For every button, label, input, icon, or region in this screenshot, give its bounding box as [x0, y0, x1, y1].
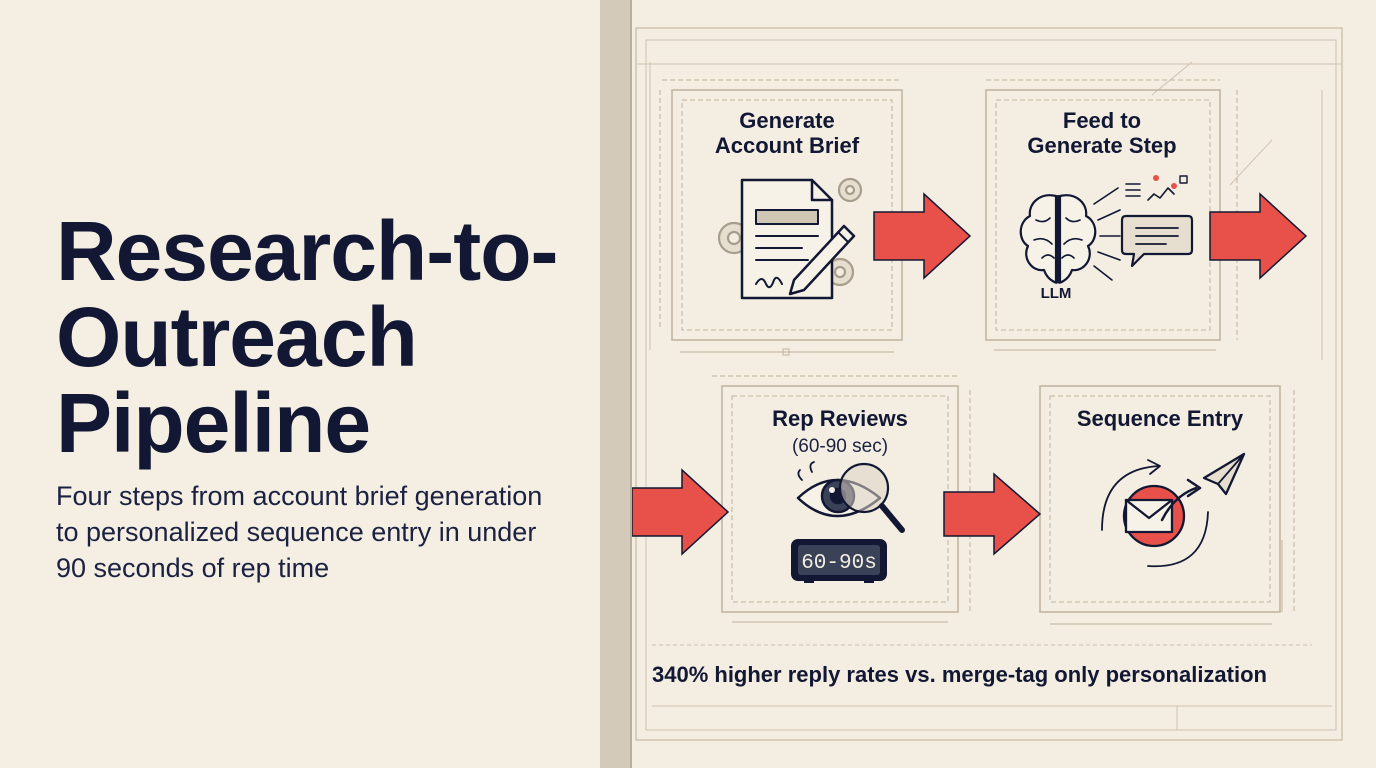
- stat-reply-rates: 340% higher reply rates vs. merge-tag on…: [652, 662, 1267, 687]
- pipeline-diagram: Generate Account Brief Feed to Generate …: [632, 27, 1343, 741]
- page-title: Research-to-Outreach Pipeline: [56, 204, 558, 470]
- arrow-into-step3: [632, 468, 730, 556]
- blueprint-guides: [635, 27, 1343, 741]
- panel-divider: [600, 0, 632, 768]
- step-label-generate-account-brief-line2: Account Brief: [715, 133, 860, 158]
- timer-display-icon: [791, 539, 887, 583]
- pipeline-diagram-panel: Generate Account Brief Feed to Generate …: [632, 0, 1376, 768]
- step-label-feed-to-generate-step-line1: Feed to: [1063, 108, 1141, 133]
- flow-arrows: [632, 192, 1308, 556]
- arrow-step3-to-step4: [943, 472, 1042, 556]
- document-pencil-icon: [717, 177, 863, 300]
- eye-magnifier-icon: [796, 461, 905, 533]
- left-panel: Research-to-Outreach Pipeline Four steps…: [0, 0, 600, 768]
- step-box-sequence-entry: [1039, 385, 1295, 625]
- timer-text: 60-90s: [801, 552, 877, 575]
- arrow-step1-to-step2: [873, 192, 972, 280]
- step-label-sequence-entry: Sequence Entry: [1077, 406, 1244, 431]
- step-sub-label-rep-reviews: (60-90 sec): [792, 436, 888, 457]
- step-label-rep-reviews: Rep Reviews: [772, 406, 908, 431]
- arrow-step2-to-step3: [1209, 192, 1308, 280]
- page-subtitle: Four steps from account brief generation…: [56, 481, 543, 583]
- brain-chat-icon: [1019, 175, 1194, 284]
- step-box-rep-reviews: [712, 375, 971, 623]
- step-label-generate-account-brief-line1: Generate: [739, 108, 834, 133]
- envelope-paper-plane-icon: [1101, 452, 1246, 568]
- llm-label: LLM: [1041, 285, 1072, 302]
- step-label-feed-to-generate-step-line2: Generate Step: [1027, 133, 1176, 158]
